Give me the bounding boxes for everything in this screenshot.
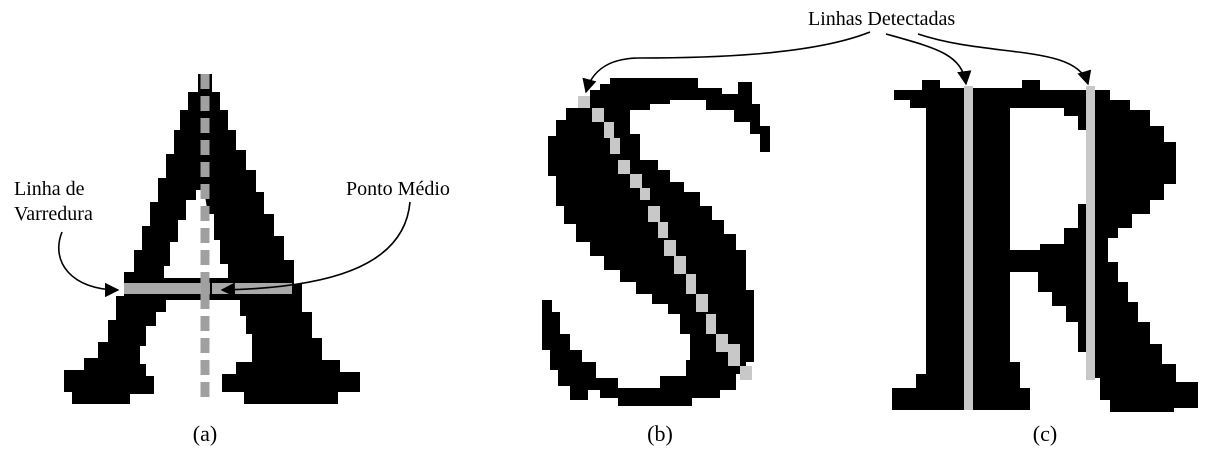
label-scanline-line1: Linha de	[14, 178, 85, 200]
arrow-to-scanline	[57, 231, 120, 298]
panel-b: (b)	[542, 78, 770, 446]
label-scanline-line2: Varredura	[14, 203, 93, 225]
detected-lines-callout: Linhas Detectadas	[582, 8, 1092, 94]
arrow-to-r-right-line	[917, 33, 1092, 86]
detected-diagonal-line	[578, 96, 752, 380]
midpoint-mark	[201, 283, 210, 294]
detected-vertical-line-right	[1086, 86, 1095, 380]
label-midpoint: Ponto Médio	[346, 178, 450, 200]
detected-vertical-line-left	[964, 86, 973, 410]
label-detected-lines: Linhas Detectadas	[808, 8, 955, 30]
panel-c: (c)	[892, 80, 1198, 446]
scan-line-bar-left	[124, 283, 202, 294]
arrow-to-s-line	[582, 31, 871, 94]
arrow-to-r-left-line	[885, 33, 972, 86]
panel-a: Linha de Varredura Ponto Médio (a)	[14, 74, 450, 446]
caption-b: (b)	[647, 421, 673, 446]
letter-a-pixel-glyph	[64, 74, 360, 404]
letter-r-pixel-glyph	[892, 80, 1198, 412]
caption-a: (a)	[193, 421, 217, 446]
caption-c: (c)	[1033, 421, 1057, 446]
arrow-to-midpoint	[220, 201, 411, 297]
